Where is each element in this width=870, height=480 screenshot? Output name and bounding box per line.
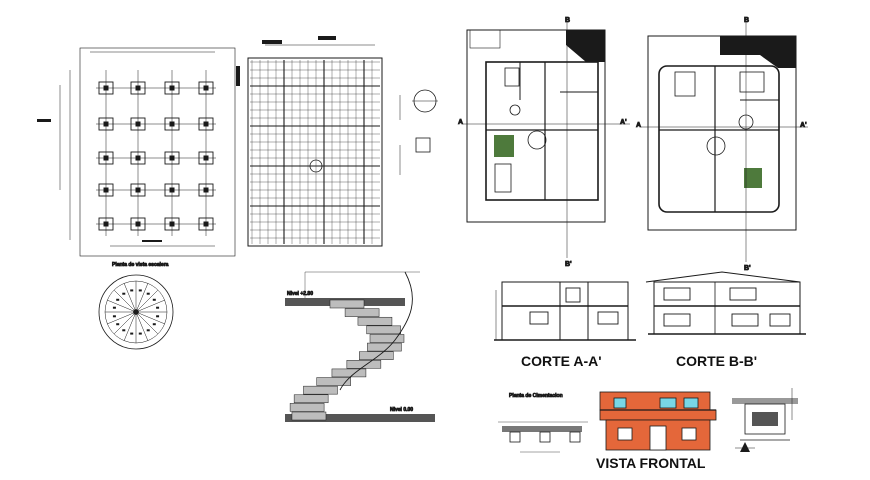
cut-a-left-1: A	[458, 119, 463, 126]
floor-plan-upper: B B' A A'	[636, 17, 808, 272]
corte-a-title: CORTE A-A'	[521, 353, 602, 369]
roof-slab-plan	[236, 36, 438, 247]
foundation-plan	[37, 47, 236, 257]
foundation-detail: Planta de Cimentacion	[498, 393, 588, 453]
stair-top-level: Nivel +2.80	[287, 291, 313, 297]
vista-frontal-title: VISTA FRONTAL	[596, 455, 706, 471]
stair-elevation: Nivel +2.80 Nivel 0.00	[285, 271, 435, 422]
section-a	[494, 281, 636, 341]
cut-a-left-2: A	[636, 122, 641, 129]
section-b	[645, 271, 806, 335]
cut-b-top-1: B	[565, 17, 570, 24]
cut-a-right-1: A'	[620, 119, 627, 126]
cut-b-top-2: B	[744, 17, 749, 24]
slab-grid	[250, 60, 380, 244]
stair-bottom-level: Nivel 0.00	[390, 407, 413, 413]
column-grid	[96, 70, 216, 236]
cut-a-right-2: A'	[800, 122, 807, 129]
front-elevation	[599, 391, 717, 451]
foundation-caption: Planta de Cimentacion	[509, 393, 563, 399]
stair-spokes	[105, 281, 167, 343]
cut-b-bottom-2: B'	[744, 265, 751, 272]
stair-steps	[289, 271, 413, 421]
cut-b-bottom-1: B'	[565, 261, 572, 268]
corte-b-title: CORTE B-B'	[676, 353, 757, 369]
stair-circle-plan: Planta de vista escalera	[98, 262, 174, 350]
floor-plan-ground: B B' A A'	[458, 17, 630, 268]
wall-footing-detail	[732, 388, 798, 452]
stair-plan-caption: Planta de vista escalera	[112, 262, 169, 268]
